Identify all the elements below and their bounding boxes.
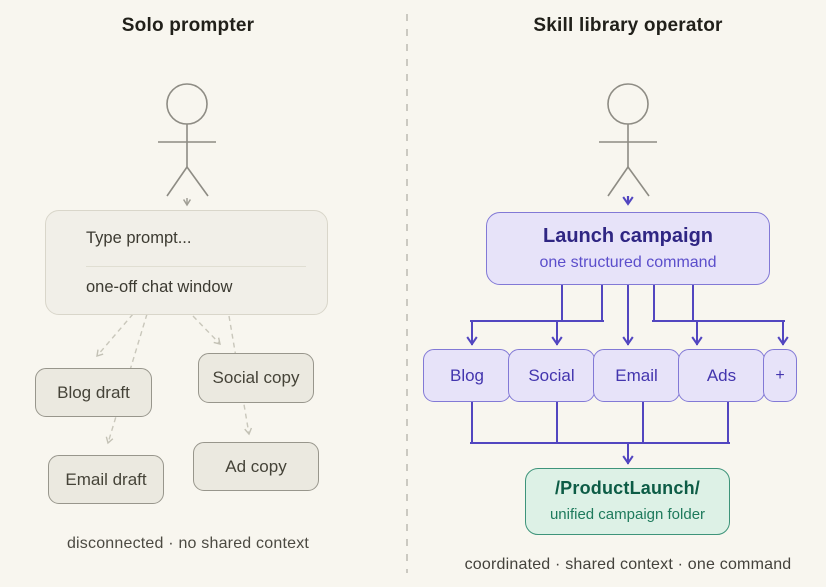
chat-window-label: one-off chat window	[86, 278, 233, 296]
skill-box-social: Social	[508, 349, 595, 402]
output-box-blog-draft: Blog draft	[35, 368, 152, 417]
output-box-social-copy: Social copy	[198, 353, 314, 403]
skill-box-ads: Ads	[678, 349, 765, 402]
product-launch-folder-box: /ProductLaunch/ unified campaign folder	[525, 468, 730, 535]
output-box-ad-copy: Ad copy	[193, 442, 319, 491]
folder-subtitle: unified campaign folder	[549, 506, 706, 523]
output-box-email-draft: Email draft	[48, 455, 164, 504]
command-connector-lines	[466, 285, 789, 465]
right-column-title: Skill library operator	[533, 15, 723, 36]
launch-campaign-subtitle: one structured command	[539, 254, 717, 271]
launch-campaign-box: Launch campaign one structured command	[486, 212, 770, 285]
left-caption: disconnected · no shared context	[66, 535, 310, 552]
prompt-input-text: Type prompt...	[86, 229, 192, 247]
person-icon-left	[158, 83, 216, 197]
person-icon-right	[599, 83, 657, 197]
folder-path-label: /ProductLaunch/	[554, 478, 700, 498]
skill-box-email: Email	[593, 349, 680, 402]
chat-window-box: Type prompt... one-off chat window	[45, 210, 328, 315]
right-caption: coordinated · shared context · one comma…	[464, 556, 792, 573]
left-column-title: Solo prompter	[121, 15, 255, 36]
skill-box-add: +	[763, 349, 797, 402]
launch-campaign-title: Launch campaign	[542, 225, 714, 247]
skill-box-blog: Blog	[423, 349, 511, 402]
chat-box-divider	[86, 266, 306, 267]
